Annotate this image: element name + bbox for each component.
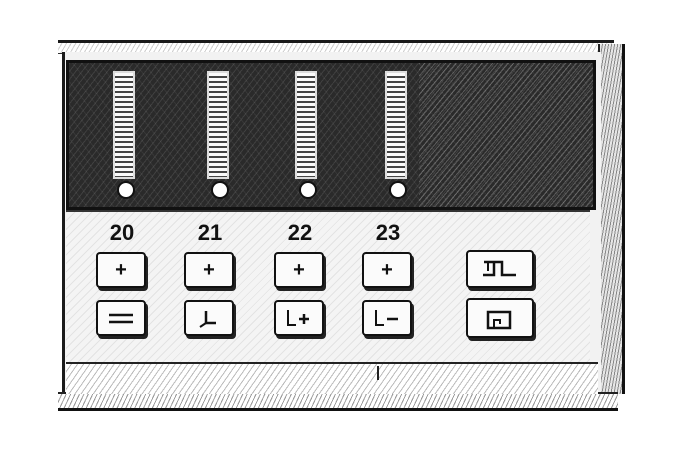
channel-label-22: 22 <box>287 220 313 245</box>
plus-icon: + <box>381 258 393 281</box>
device-bottom-edge <box>58 392 618 411</box>
channel-indicator-22 <box>299 181 317 199</box>
plus-icon: + <box>115 258 127 281</box>
display-glare <box>419 63 593 207</box>
channel-indicator-21 <box>211 181 229 199</box>
square-mode-button[interactable] <box>466 298 534 338</box>
channel-label-20: 20 <box>109 220 135 245</box>
plus-icon: + <box>203 258 215 281</box>
channel-strip-23 <box>385 71 407 179</box>
channel-strip-21 <box>207 71 229 179</box>
channel-indicator-20 <box>117 181 135 199</box>
device-lower-strip <box>66 362 598 394</box>
channel-23-minus-button[interactable] <box>362 300 412 336</box>
channel-22-plus-button[interactable]: + <box>274 252 324 288</box>
display-window <box>66 60 596 210</box>
channel-label-23: 23 <box>375 220 401 245</box>
channel-20-plus-button[interactable]: + <box>96 252 146 288</box>
channel-20-bar-button[interactable] <box>96 300 146 336</box>
plus-icon <box>287 310 309 326</box>
pulse-mode-button[interactable] <box>466 250 534 288</box>
channel-strip-22 <box>295 71 317 179</box>
pulse-waveform-icon <box>483 260 516 277</box>
device-side-edge <box>598 44 625 394</box>
channel-strip-20 <box>113 71 135 179</box>
double-bar-icon <box>109 313 133 324</box>
clock-hands-icon <box>199 311 216 328</box>
channel-21-clock-button[interactable] <box>184 300 234 336</box>
channel-22-plus-button-lower[interactable] <box>274 300 324 336</box>
channel-21-plus-button[interactable]: + <box>184 252 234 288</box>
channel-indicator-23 <box>389 181 407 199</box>
plus-icon: + <box>293 258 305 281</box>
square-wave-icon <box>486 310 512 330</box>
minus-icon <box>375 310 398 326</box>
control-panel <box>66 210 590 364</box>
channel-23-plus-button[interactable]: + <box>362 252 412 288</box>
channel-label-21: 21 <box>197 220 223 245</box>
center-notch <box>377 366 379 380</box>
